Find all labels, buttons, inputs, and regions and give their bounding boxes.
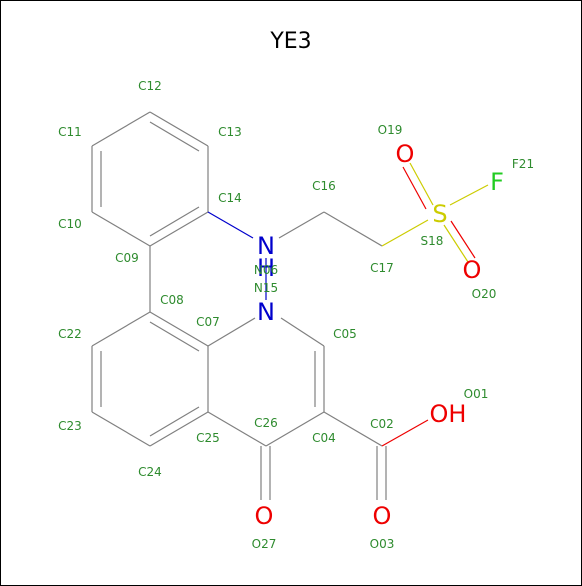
bond-s-f xyxy=(449,184,489,206)
atom-label: N15 xyxy=(254,281,278,295)
atom-label: O01 xyxy=(464,387,489,401)
pyridone-ring xyxy=(207,317,325,447)
bond xyxy=(207,317,256,347)
oxygen-symbol-o19: O xyxy=(396,140,415,168)
atom-label: O20 xyxy=(472,287,497,301)
bond xyxy=(265,411,325,447)
bond-inner xyxy=(149,121,200,152)
atom-label: C05 xyxy=(333,327,357,341)
hydroxyl-symbol: OH xyxy=(430,400,467,428)
oxygen-symbol-o20: O xyxy=(463,256,482,284)
atom-label: C14 xyxy=(218,191,242,205)
bond xyxy=(323,211,383,247)
atom-label: C09 xyxy=(115,251,139,265)
atom-label: C12 xyxy=(138,79,162,93)
bond xyxy=(278,211,325,239)
bond xyxy=(280,317,325,347)
atom-label: C22 xyxy=(58,327,82,341)
bond-s-o20 xyxy=(443,224,469,263)
molecule-title: YE3 xyxy=(269,29,311,54)
atom-label: C11 xyxy=(58,125,82,139)
bond xyxy=(207,411,267,447)
bond xyxy=(323,411,383,447)
bond xyxy=(149,411,209,447)
atom-label: S18 xyxy=(421,234,444,248)
bond xyxy=(149,311,209,347)
oxygen-symbol-o03: O xyxy=(373,502,392,530)
atom-label: F21 xyxy=(512,157,534,171)
bond xyxy=(149,111,209,147)
bond xyxy=(91,311,151,347)
upper-benzene-ring xyxy=(91,111,209,247)
atom-label: C13 xyxy=(218,125,242,139)
atom-label: O27 xyxy=(252,537,277,551)
oxygen-symbol-o27: O xyxy=(255,502,274,530)
bond-s-o19 xyxy=(402,166,427,210)
atom-label: C25 xyxy=(196,431,220,445)
bond-inner xyxy=(149,206,200,237)
bond xyxy=(91,111,151,147)
atom-label: C10 xyxy=(58,217,82,231)
bond xyxy=(91,211,151,247)
bond xyxy=(91,411,151,447)
atom-label: C04 xyxy=(312,431,336,445)
sulfur-symbol: S xyxy=(432,200,447,228)
atom-label: C17 xyxy=(370,261,394,275)
lower-benzene-ring xyxy=(91,311,209,447)
atom-label: C23 xyxy=(58,419,82,433)
bond xyxy=(207,211,254,239)
bond-inner xyxy=(149,406,200,437)
atom-label: C02 xyxy=(370,417,394,431)
atom-label: C08 xyxy=(160,293,184,307)
nitrogen-symbol-lower: N xyxy=(257,298,275,326)
atom-label: O19 xyxy=(378,123,403,137)
bond-c-oh xyxy=(381,419,429,447)
atom-label: C24 xyxy=(138,465,162,479)
atom-label: O03 xyxy=(370,537,395,551)
bond-s-o19 xyxy=(409,162,434,206)
atom-label: N06 xyxy=(254,263,278,277)
atom-label: C07 xyxy=(196,315,220,329)
bond xyxy=(149,211,209,247)
bond xyxy=(381,219,429,247)
nitrogen-symbol-upper: N xyxy=(257,232,275,260)
hydrogen-symbol: H xyxy=(257,254,275,282)
atom-label: C16 xyxy=(312,179,336,193)
fluorine-symbol: F xyxy=(490,168,504,196)
atom-label: C26 xyxy=(254,416,278,430)
bond-inner xyxy=(149,321,200,352)
bond-s-o20 xyxy=(450,220,476,259)
